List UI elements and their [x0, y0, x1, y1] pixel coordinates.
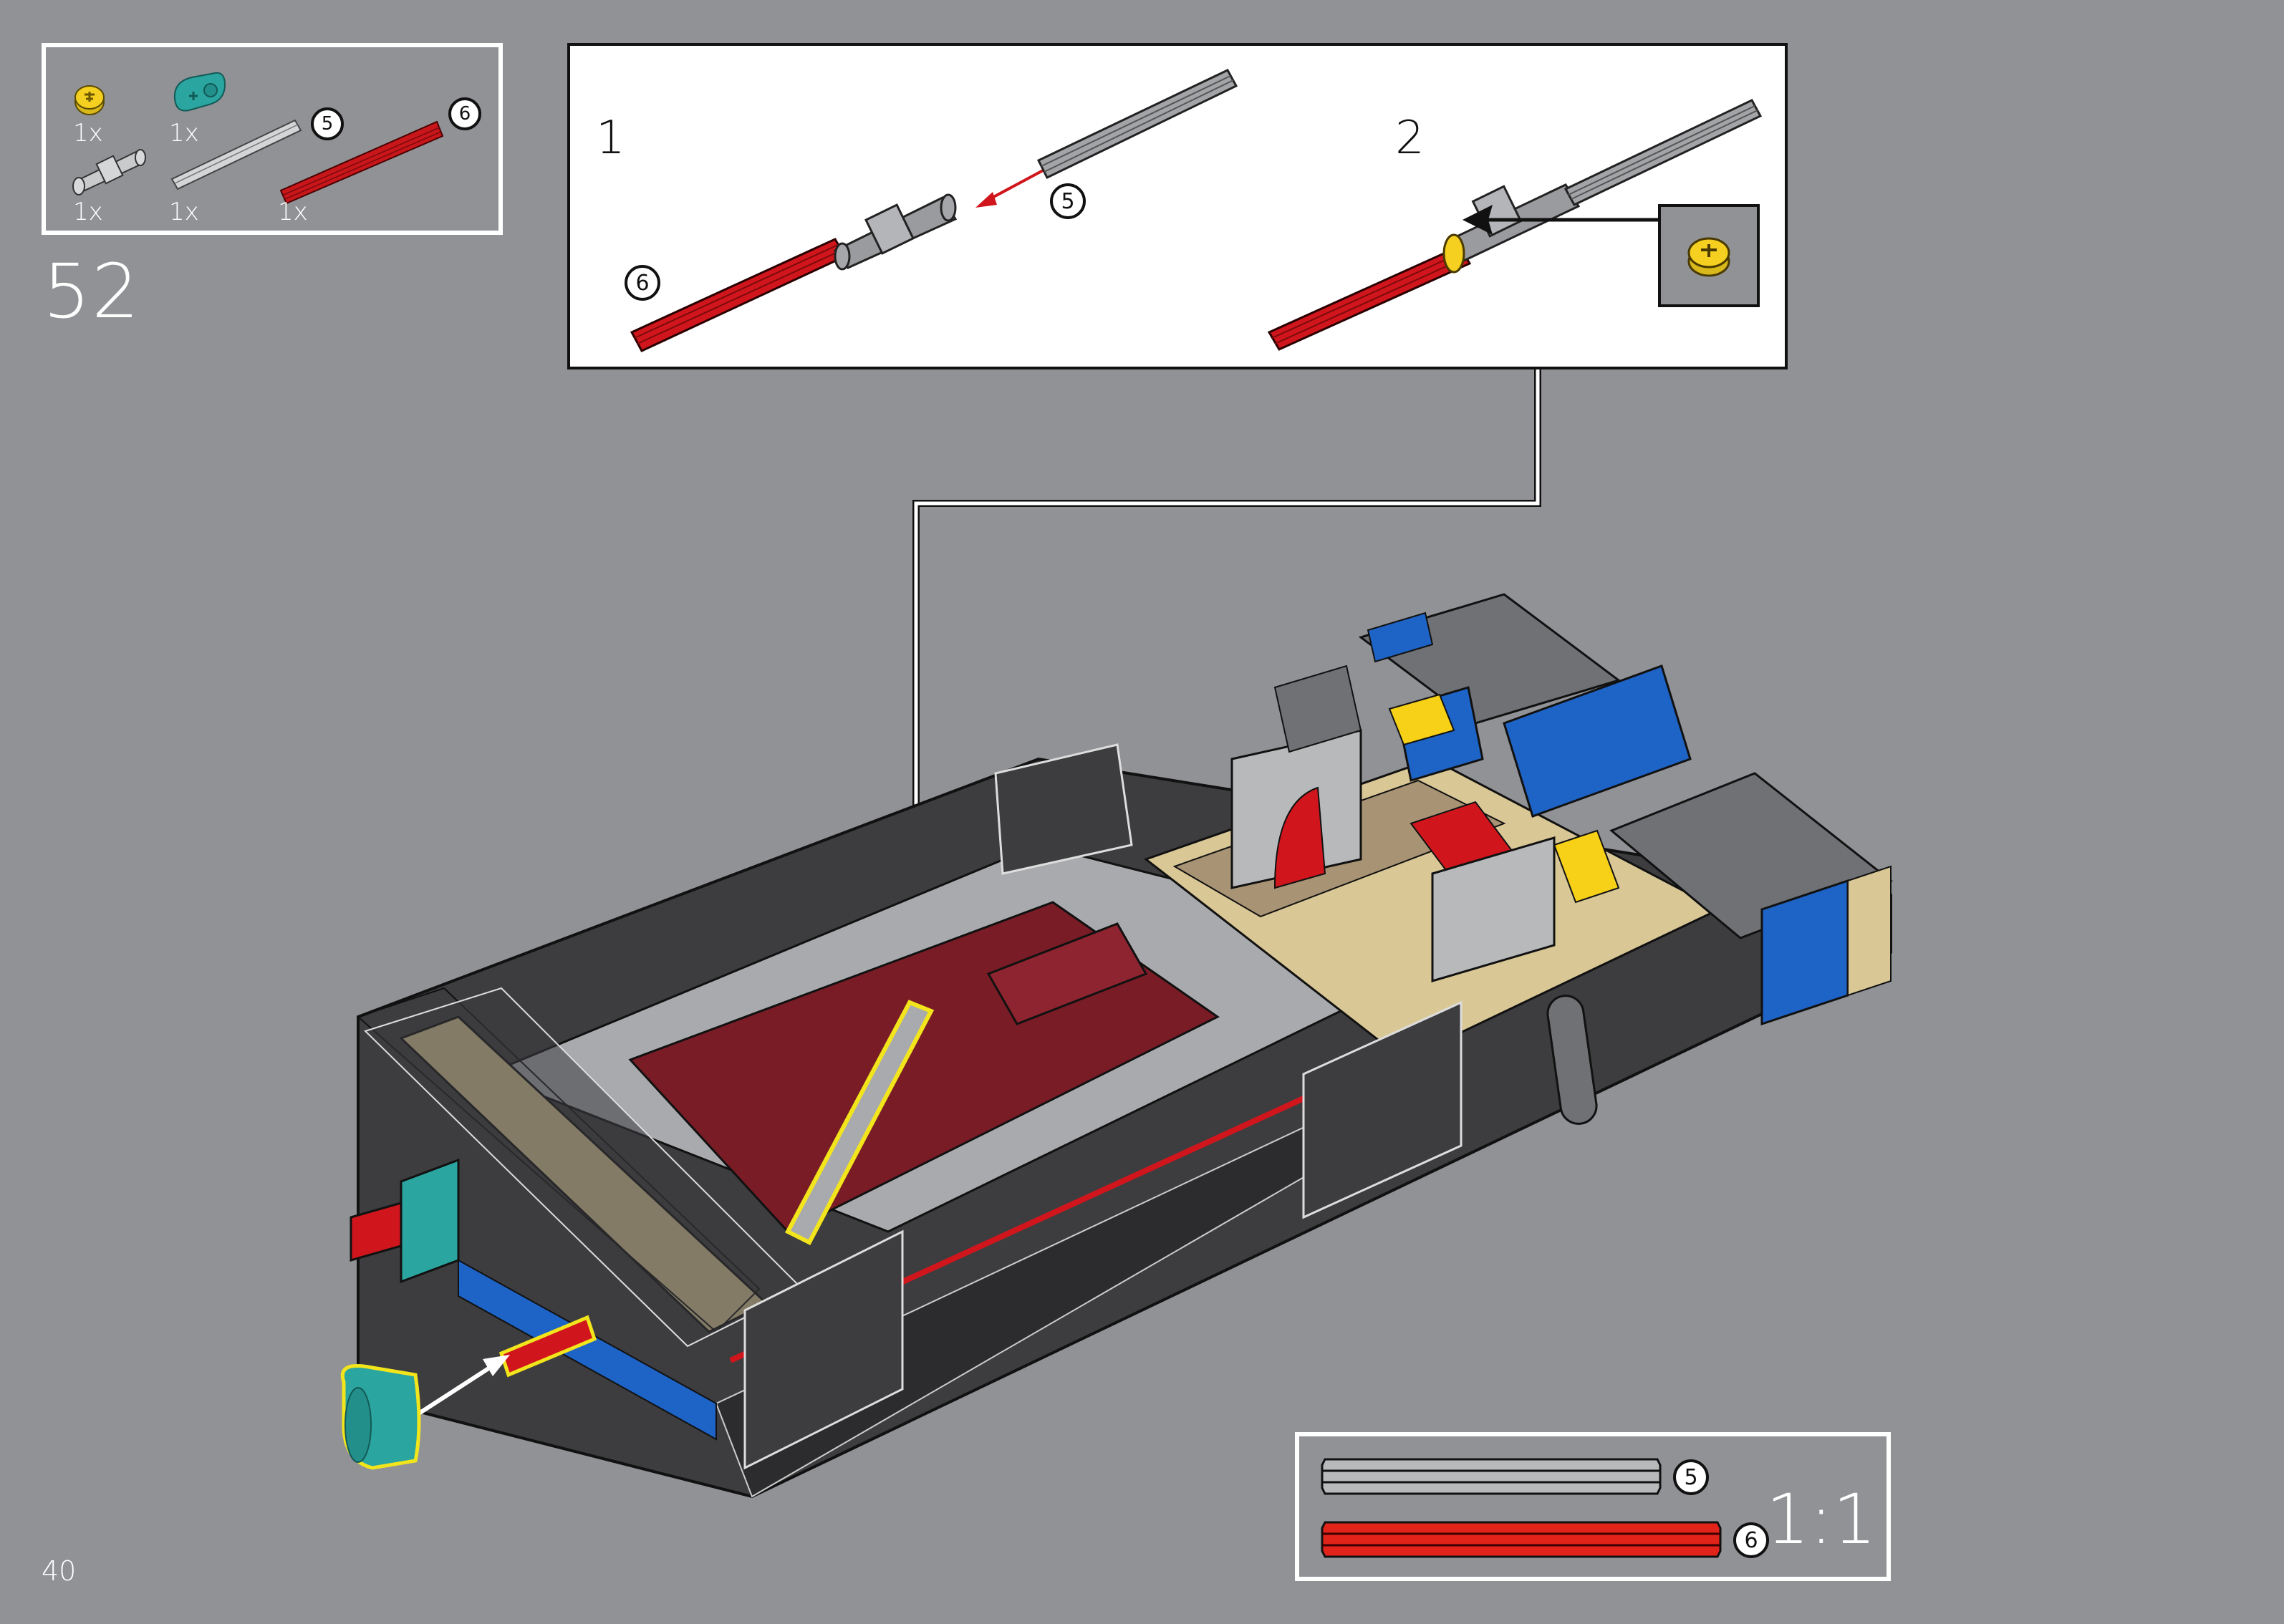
parts-qty-teal-beam: 1x [169, 119, 199, 148]
length-badge-6: 6 [448, 97, 481, 130]
substep-number-2: 2 [1395, 112, 1425, 165]
red-axle-6-icon [279, 120, 444, 205]
gray-axle-5-icon [170, 119, 302, 190]
parts-qty-yellow-bush: 1x [73, 119, 103, 148]
subassembly-callout: 1 5 6 2 [567, 43, 1788, 369]
parts-qty-gray-axle: 1x [169, 198, 199, 226]
teal-beam-icon [173, 72, 226, 112]
assembled-axle-illustration [1267, 99, 1763, 351]
gray-axle-5-scale-icon [1321, 1458, 1662, 1495]
gray-axle-illustration [1036, 69, 1238, 179]
insert-arrow-icon [975, 168, 1046, 208]
scale-badge-5: 5 [1673, 1459, 1709, 1495]
universal-joint-icon [72, 149, 146, 195]
page-number: 40 [42, 1555, 77, 1587]
inset-part-box [1658, 204, 1760, 307]
step-number: 52 [43, 248, 141, 335]
red-axle-6-scale-icon [1321, 1521, 1722, 1558]
scale-reference-box: 5 6 1:1 [1295, 1432, 1891, 1581]
substep-number-1: 1 [596, 112, 625, 165]
insert-arrow-icon [1463, 205, 1659, 235]
scale-label: 1:1 [1765, 1479, 1877, 1560]
parts-list-box: 1x 1x 1x 1x 5 1x 6 [42, 43, 503, 235]
callout-badge-6: 6 [625, 265, 660, 301]
parts-qty-red-axle: 1x [278, 198, 308, 226]
scale-badge-6: 6 [1733, 1522, 1769, 1558]
length-badge-5: 5 [311, 107, 344, 140]
parts-qty-universal-joint: 1x [73, 198, 103, 226]
yellow-bush-icon [74, 85, 105, 115]
universal-joint-illustration [833, 193, 958, 271]
yellow-bush-icon [1687, 237, 1730, 277]
callout-badge-5: 5 [1050, 183, 1086, 219]
